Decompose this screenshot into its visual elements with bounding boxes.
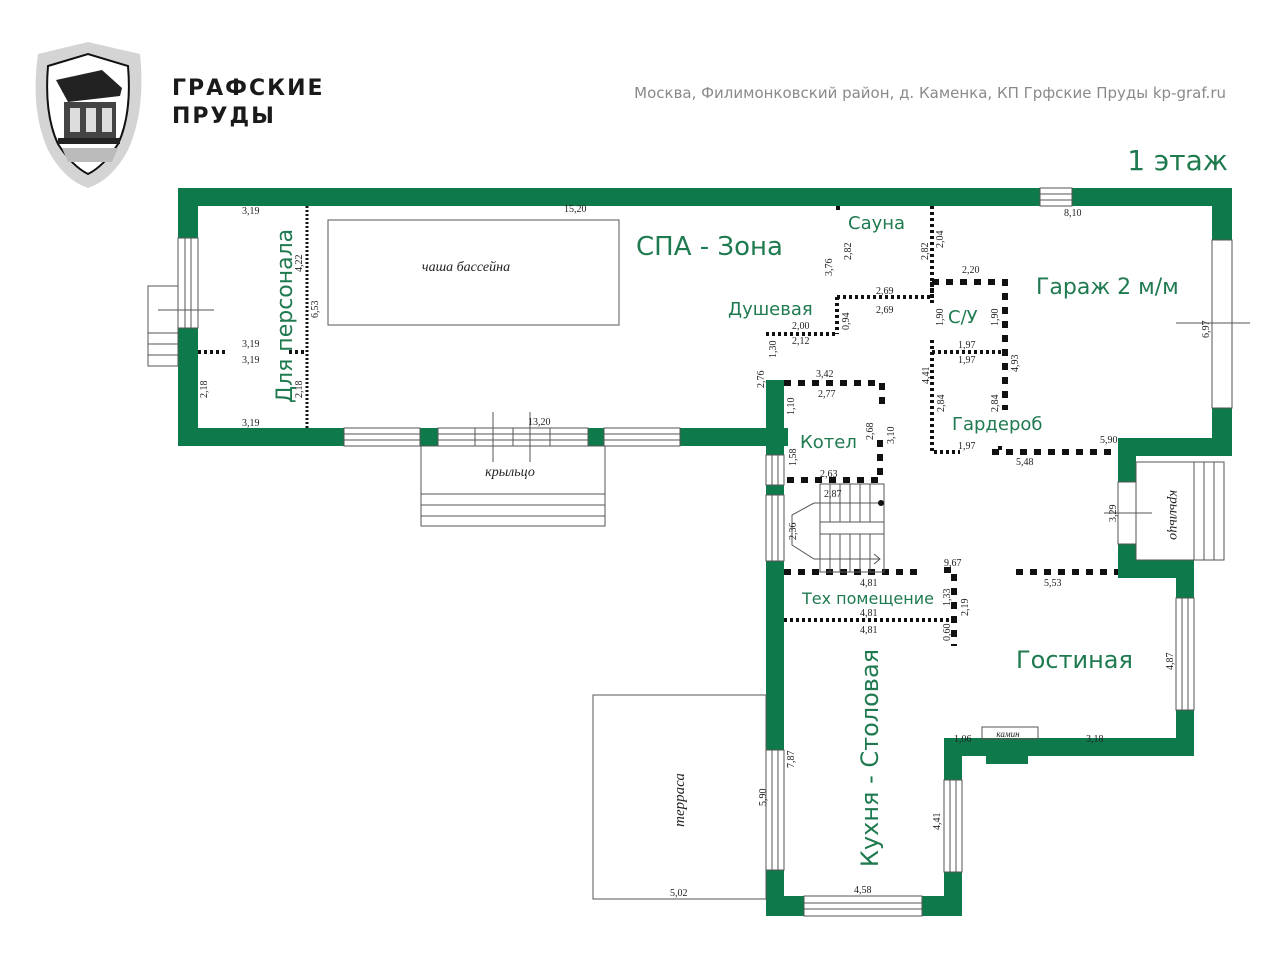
dim: 2,19 (960, 599, 971, 617)
dim: 5,48 (1016, 457, 1034, 468)
dim: 2,69 (876, 286, 894, 297)
dim: 2,77 (818, 389, 836, 400)
dim: 2,69 (876, 305, 894, 316)
dimension-labels: 3,19 15,20 4,22 6,53 3,19 3,19 2,18 2,18… (199, 204, 1212, 899)
dim: 3,76 (824, 259, 835, 277)
dim: 3,19 (242, 355, 260, 366)
dim: 1,30 (768, 341, 779, 359)
room-garage: Гараж 2 м/м (1036, 275, 1179, 300)
wall-porch-bottom (1118, 560, 1194, 578)
windows (177, 187, 1233, 917)
wall-top (178, 188, 1230, 206)
dim: 2,76 (756, 371, 767, 389)
dim: 9,67 (944, 558, 962, 569)
dim: 4,41 (921, 367, 932, 385)
dim: 2,84 (936, 395, 947, 413)
floor-label: 1 этаж (1127, 144, 1228, 177)
porches (147, 285, 1250, 900)
wall-garage-bottom (1118, 438, 1232, 456)
dim: 2,36 (788, 523, 799, 541)
dim: 1,90 (935, 309, 946, 327)
dim: 3,29 (1108, 505, 1119, 523)
porch-side-label: крыльцо (1166, 490, 1181, 540)
dim: 2,00 (792, 321, 810, 332)
dim: 7,87 (786, 751, 797, 769)
dim: 3,42 (816, 369, 834, 380)
dim: 1,90 (990, 309, 1001, 327)
room-boiler: Котел (800, 432, 857, 453)
dim: 1,10 (786, 398, 797, 416)
staircase (791, 483, 885, 573)
address-text: Москва, Филимонковский район, д. Каменка… (634, 84, 1226, 102)
dim: 3,19 (242, 339, 260, 350)
pool-outline (327, 219, 620, 326)
room-living: Гостиная (1016, 646, 1133, 674)
dim: 3,10 (886, 427, 897, 445)
dim: 5,02 (670, 888, 688, 899)
fireplace-label: камин (996, 729, 1020, 739)
dim: 5,53 (1044, 578, 1062, 589)
dim: 3,18 (1086, 734, 1104, 745)
dim: 2,20 (962, 265, 980, 276)
dim: 4,41 (932, 813, 943, 831)
terrace-outline (592, 694, 767, 900)
wall-living-bottom (944, 738, 1194, 756)
dim: 5,90 (758, 789, 769, 807)
dim: 4,81 (860, 608, 878, 619)
room-kitchen: Кухня - Столовая (856, 649, 884, 867)
dim: 3,19 (242, 206, 260, 217)
dim: 2,12 (792, 336, 810, 347)
dim: 4,58 (854, 885, 872, 896)
dim: 1,58 (788, 449, 799, 467)
room-spa: СПА - Зона (636, 232, 783, 262)
dim: 4,81 (860, 578, 878, 589)
dim: 0,60 (942, 624, 953, 642)
dim: 4,93 (1010, 355, 1021, 373)
room-wc: С/У (948, 307, 978, 328)
dim: 1,97 (958, 355, 976, 366)
brand-line-1: ГРАФСКИЕ (172, 76, 325, 101)
dim: 2,04 (935, 231, 946, 249)
brand-line-2: ПРУДЫ (172, 104, 276, 129)
dim: 4,81 (860, 625, 878, 636)
porch-front-label: крыльцо (485, 465, 535, 480)
logo-emblem (35, 42, 142, 188)
dim: 1,97 (958, 441, 976, 452)
dim: 4,87 (1165, 653, 1176, 671)
dim: 2,82 (843, 243, 854, 261)
dim: 2,68 (865, 423, 876, 441)
partitions (198, 206, 1118, 646)
dim: 2,87 (824, 489, 842, 500)
dim: 2,63 (820, 469, 838, 480)
dim: 6,97 (1201, 321, 1212, 339)
room-sauna: Сауна (848, 213, 905, 234)
room-tech: Тех помещение (801, 589, 934, 608)
dim: 2,84 (990, 395, 1001, 413)
terrace-label: терраса (672, 773, 688, 827)
room-shower: Душевая (728, 299, 813, 320)
dim: 8,10 (1064, 208, 1082, 219)
room-wardrobe: Гардероб (952, 414, 1043, 435)
fireplace-outline (981, 726, 1039, 740)
room-staff: Для персонала (273, 229, 298, 403)
dim: 2,18 (294, 381, 305, 399)
dim: 13,20 (528, 417, 551, 428)
dim: 2,82 (920, 243, 931, 261)
dim: 2,18 (199, 381, 210, 399)
dim: 1,33 (942, 589, 953, 607)
dim: 1,97 (958, 340, 976, 351)
dim: 4,22 (294, 255, 305, 273)
dim: 1,06 (954, 734, 972, 745)
pool-label: чаша бассейна (422, 260, 510, 275)
dim: 5,90 (1100, 435, 1118, 446)
dim: 0,94 (841, 313, 852, 331)
dim: 15,20 (564, 204, 587, 215)
dim: 6,53 (310, 301, 321, 319)
fireplace-base (986, 752, 1028, 764)
dim: 3,19 (242, 418, 260, 429)
